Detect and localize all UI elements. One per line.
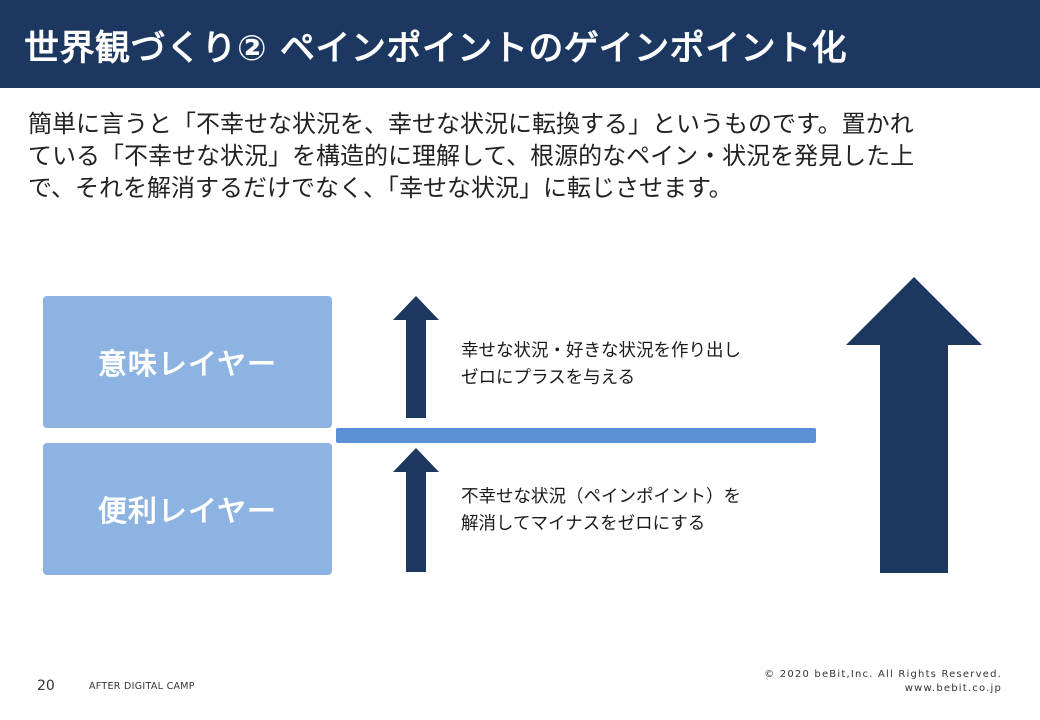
utility-layer-description: 不幸せな状況（ペインポイント）を 解消してマイナスをゼロにする	[461, 484, 821, 538]
intro-line-3: で、それを解消するだけでなく、「幸せな状況」に転じさせます。	[28, 174, 733, 202]
utility-layer-box: 便利レイヤー	[43, 443, 332, 575]
meaning-desc-line-2: ゼロにプラスを与える	[461, 368, 636, 388]
intro-line-1: 簡単に言うと「不幸せな状況を、幸せな状況に転換する」というものです。置かれ	[28, 110, 914, 138]
utility-layer-label: 便利レイヤー	[97, 494, 278, 528]
footer-url: www.bebit.co.jp	[904, 683, 1002, 694]
intro-line-2: ている「不幸せな状況」を構造的に理解して、根源的なペイン・状況を発見した上	[28, 142, 915, 170]
up-arrow-utility-icon	[392, 448, 440, 572]
footer-copyright: © 2020 beBit,Inc. All Rights Reserved. w…	[764, 668, 1002, 696]
meaning-layer-box: 意味レイヤー	[43, 296, 332, 428]
meaning-desc-line-1: 幸せな状況・好きな状況を作り出し	[461, 341, 741, 361]
meaning-layer-description: 幸せな状況・好きな状況を作り出し ゼロにプラスを与える	[461, 338, 821, 392]
intro-text: 簡単に言うと「不幸せな状況を、幸せな状況に転換する」というものです。置かれ てい…	[28, 108, 1024, 204]
up-arrow-meaning-icon	[392, 296, 440, 418]
page-title: 世界観づくり② ペインポイントのゲインポイント化	[24, 29, 848, 69]
utility-desc-line-1: 不幸せな状況（ペインポイント）を	[461, 487, 741, 507]
header-bar: 世界観づくり② ペインポイントのゲインポイント化	[0, 0, 1040, 88]
meaning-layer-label: 意味レイヤー	[97, 347, 278, 381]
zero-line-bar	[336, 428, 816, 443]
large-up-arrow-icon	[846, 277, 982, 573]
page-number: 20	[37, 678, 55, 694]
utility-desc-line-2: 解消してマイナスをゼロにする	[461, 514, 706, 534]
copyright-text: © 2020 beBit,Inc. All Rights Reserved.	[764, 669, 1002, 680]
footer-brand: AFTER DIGITAL CAMP	[89, 681, 195, 692]
